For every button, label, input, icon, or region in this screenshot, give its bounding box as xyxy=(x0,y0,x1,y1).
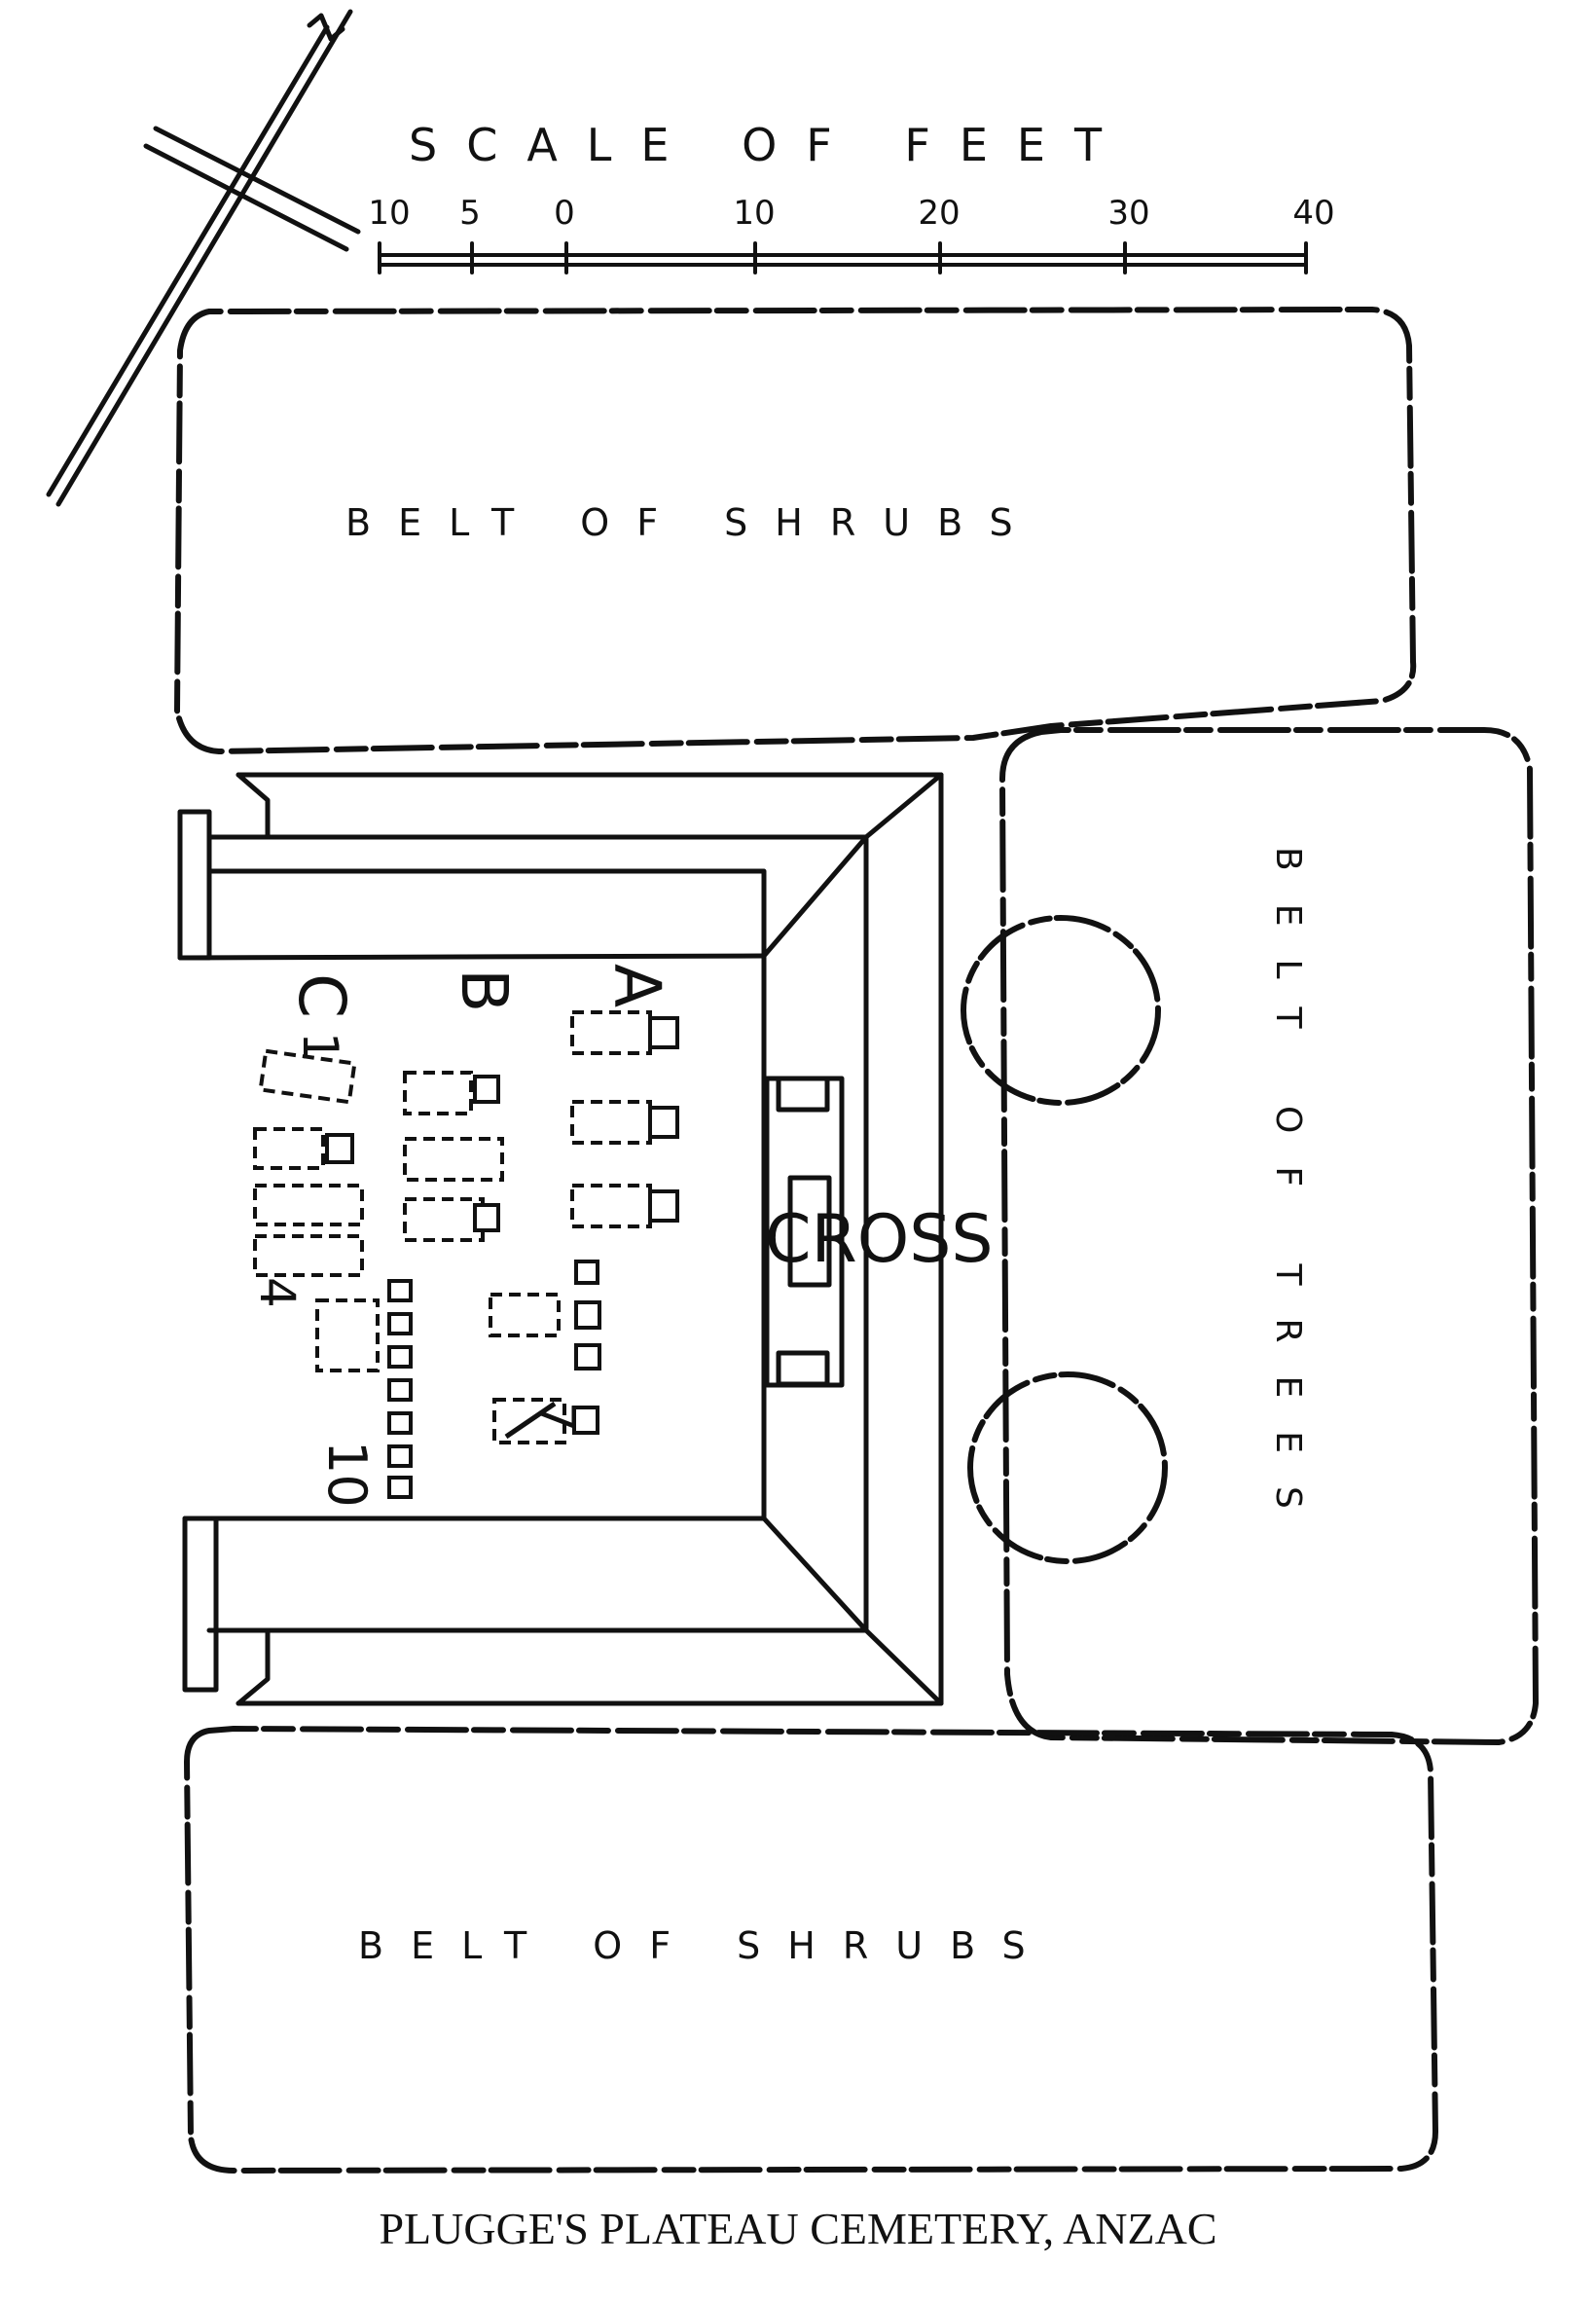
scale-tick-label: 0 xyxy=(554,194,575,233)
grave-marker xyxy=(574,1300,601,1330)
grave-plot xyxy=(258,1048,357,1105)
grave-plot xyxy=(570,1010,652,1055)
tree-clumps xyxy=(961,915,1168,1564)
north-shrub-belt-label: BELT OF SHRUBS xyxy=(345,501,1040,544)
grave-marker xyxy=(648,1106,679,1139)
scale-tick-label: 10 xyxy=(368,194,410,233)
grave-marker xyxy=(648,1189,679,1223)
scale-bar: SCALE OF FEET 10 5 0 10 20 30 40 xyxy=(368,119,1335,274)
scale-tick-label: 30 xyxy=(1107,194,1149,233)
east-tree-belt: BELT OF TREES xyxy=(999,727,1539,1745)
east-tree-belt-label: BELT OF TREES xyxy=(1268,847,1308,1542)
grave-plot xyxy=(315,1298,380,1372)
grave-marker xyxy=(387,1411,413,1435)
grave-row-c xyxy=(253,1048,413,1499)
grave-marker xyxy=(574,1260,599,1285)
cross-label: CROSS xyxy=(765,1201,994,1278)
scale-tick-label: 10 xyxy=(733,194,775,233)
grave-marker xyxy=(387,1345,413,1369)
cemetery-wall xyxy=(177,772,944,1706)
row-c-label: C xyxy=(284,973,359,1018)
scale-tick-label: 20 xyxy=(918,194,960,233)
tree-clump xyxy=(961,915,1161,1106)
scale-ticks: 10 5 0 10 20 30 40 xyxy=(368,194,1334,233)
grave-marker xyxy=(387,1444,413,1468)
row-labels: A B C 1 4 7 10 xyxy=(249,964,674,1508)
page-title: PLUGGE'S PLATEAU CEMETERY, ANZAC xyxy=(379,2204,1216,2253)
grave-marker xyxy=(387,1312,413,1335)
grave-plot xyxy=(403,1197,485,1242)
row-c-number-4: 4 xyxy=(249,1277,306,1308)
grave-marker xyxy=(473,1075,500,1104)
grave-marker xyxy=(574,1343,601,1370)
grave-plot xyxy=(403,1137,504,1182)
row-c-number-1: 1 xyxy=(292,1032,348,1063)
grave-row-a xyxy=(570,1010,679,1228)
north-shrub-belt: BELT OF SHRUBS xyxy=(174,307,1417,754)
grave-plot xyxy=(570,1184,652,1228)
scale-tick-label: 40 xyxy=(1292,194,1334,233)
grave-marker xyxy=(387,1279,413,1302)
grave-plot xyxy=(253,1184,364,1226)
scale-tick-label: 5 xyxy=(459,194,481,233)
grave-marker xyxy=(648,1016,679,1049)
south-shrub-belt-label: BELT OF SHRUBS xyxy=(358,1924,1053,1967)
grave-marker xyxy=(387,1378,413,1402)
north-arrow-icon xyxy=(46,9,361,507)
grave-plot xyxy=(253,1234,364,1277)
grave-plot xyxy=(570,1100,652,1145)
cross-monument: CROSS xyxy=(764,1076,994,1388)
grave-plot xyxy=(492,1398,566,1444)
grave-plot xyxy=(403,1071,473,1115)
grave-marker xyxy=(387,1476,413,1499)
south-shrub-belt: BELT OF SHRUBS xyxy=(184,1726,1438,2174)
tree-clump xyxy=(967,1371,1168,1564)
grave-plot xyxy=(489,1293,561,1337)
grave-row-b xyxy=(403,1071,601,1444)
row-b-label: B xyxy=(447,968,522,1012)
scale-title: SCALE OF FEET xyxy=(409,119,1131,171)
row-number-10: 10 xyxy=(316,1441,378,1508)
grave-marker xyxy=(572,1406,599,1435)
grave-marker xyxy=(325,1133,354,1164)
row-a-label: A xyxy=(599,964,674,1007)
grave-marker xyxy=(473,1203,500,1232)
grave-plot xyxy=(253,1127,325,1170)
